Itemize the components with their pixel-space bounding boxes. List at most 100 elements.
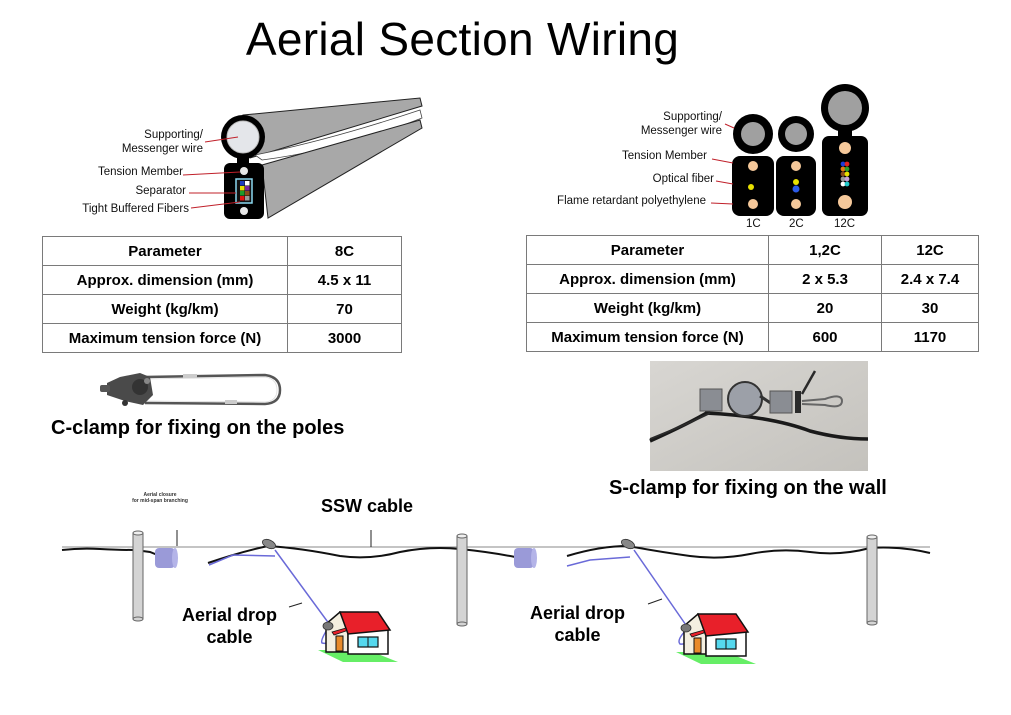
c-clamp-image (100, 373, 282, 406)
header-cell: 1,2C (768, 235, 882, 265)
leader-supporting-wire (204, 136, 239, 143)
table-cell: Weight (kg/km) (42, 294, 288, 324)
web-neck (237, 157, 249, 165)
drop-cable-cross-sections (710, 84, 869, 216)
door-canopy (689, 629, 705, 638)
wall-clamp (680, 623, 692, 633)
pole-3 (866, 534, 878, 626)
house-roof (338, 611, 392, 635)
span-clamp-1 (262, 538, 276, 550)
closure-label: Aerial closure for mid-span branching (125, 492, 195, 504)
table-row: Maximum tension force (N) 600 1170 (526, 322, 979, 352)
tension-member-bottom (240, 207, 248, 215)
fiber (844, 181, 850, 187)
label-line: Aerial drop (529, 603, 626, 623)
leader-tight-buffered (190, 201, 241, 209)
header-cell: Parameter (526, 235, 769, 265)
label-supporting-wire: Supporting/ Messenger wire (122, 128, 203, 156)
cross-section-2c (776, 116, 816, 216)
label-line: Supporting/ (663, 111, 722, 123)
table-header-row: Parameter 1,2C 12C (526, 235, 979, 265)
fiber (844, 171, 850, 177)
table-row: Weight (kg/km) 20 30 (526, 293, 979, 323)
label-line: for mid-span branching (132, 498, 188, 504)
fiber (240, 186, 245, 191)
figure-8-cable-illustration (182, 97, 423, 219)
variant-label-12c: 12C (834, 218, 856, 230)
aerial-closure-1 (155, 548, 178, 568)
s-clamp-caption: S-clamp for fixing on the wall (609, 477, 887, 499)
leader-supporting-wire-r (724, 123, 735, 129)
house-roof (696, 613, 750, 637)
wall-clamp (322, 621, 334, 631)
table-row: Maximum tension force (N) 3000 (42, 323, 402, 353)
ssw-cable-left (61, 547, 161, 557)
label-line: Aerial drop (181, 605, 278, 625)
table-cell: 4.5 x 11 (287, 265, 402, 295)
table-cell: 600 (768, 322, 882, 352)
table-cell: Approx. dimension (mm) (42, 265, 288, 295)
label-supporting-wire-r: Supporting/ Messenger wire (641, 110, 722, 138)
fiber (840, 161, 846, 167)
pole-2 (456, 533, 468, 627)
variant-label-2c: 2C (789, 218, 804, 230)
fiber (840, 171, 846, 177)
label-optical-fiber-r: Optical fiber (652, 173, 714, 185)
fiber (245, 191, 250, 196)
fiber (240, 181, 245, 186)
label-tension-member: Tension Member (97, 166, 183, 178)
span-clamp-2 (621, 538, 635, 550)
label-line: Aerial closure (143, 492, 177, 498)
label-separator: Separator (135, 185, 186, 197)
cross-section-12c (821, 84, 869, 216)
fiber-bundle-12c (840, 161, 850, 187)
table-cell: 3000 (287, 323, 402, 353)
grass (676, 652, 756, 664)
label-line: cable (554, 625, 601, 645)
label-line: Messenger wire (121, 143, 203, 155)
table-row: Weight (kg/km) 70 (42, 294, 402, 324)
c-clamp-caption: C-clamp for fixing on the poles (51, 417, 345, 439)
fiber (240, 191, 245, 196)
drop-label-pointer-1 (288, 602, 303, 608)
fiber (240, 196, 245, 201)
house-2 (676, 612, 756, 664)
table-cell: 70 (287, 294, 402, 324)
door (335, 635, 344, 652)
fiber (844, 176, 850, 182)
variant-label-1c: 1C (746, 218, 761, 230)
label-line: Supporting/ (144, 129, 203, 141)
leader-optical-fiber-r (715, 180, 734, 185)
fiber (245, 186, 250, 191)
body-sheath-trail (261, 119, 423, 219)
fiber (844, 166, 850, 172)
drop-wire-feed-2 (566, 556, 631, 567)
ssw-cable-label: SSW cable (321, 496, 414, 516)
table-cell: Maximum tension force (N) (526, 322, 769, 352)
drop-wire-feed-1 (208, 554, 276, 566)
spec-table-8c: Parameter 8C Approx. dimension (mm) 4.5 … (42, 236, 402, 353)
leader-flame-retardant-r (710, 202, 734, 205)
table-cell: 1170 (881, 322, 979, 352)
table-row: Approx. dimension (mm) 4.5 x 11 (42, 265, 402, 295)
fiber (840, 181, 846, 187)
fiber (840, 166, 846, 172)
house-1 (318, 610, 398, 662)
tight-buffered-fibers (240, 181, 250, 201)
drop-label-pointer-2 (647, 598, 663, 605)
s-clamp-photo (649, 361, 869, 471)
label-flame-retardant-r: Flame retardant polyethylene (557, 195, 706, 207)
door (693, 637, 702, 654)
aerial-drop-cable-label-1: Aerial drop cable (172, 604, 287, 648)
spec-table-drop: Parameter 1,2C 12C Approx. dimension (mm… (526, 235, 979, 352)
fiber (844, 161, 850, 167)
grass (318, 650, 398, 662)
cross-section-1c (732, 114, 774, 216)
page-title: Aerial Section Wiring (245, 13, 680, 65)
aerial-drop-cable-label-2: Aerial drop cable (520, 602, 635, 646)
fiber (245, 181, 250, 186)
messenger-wire-core (226, 120, 260, 154)
header-cell: Parameter (42, 236, 288, 266)
label-tension-member-r: Tension Member (621, 150, 707, 162)
